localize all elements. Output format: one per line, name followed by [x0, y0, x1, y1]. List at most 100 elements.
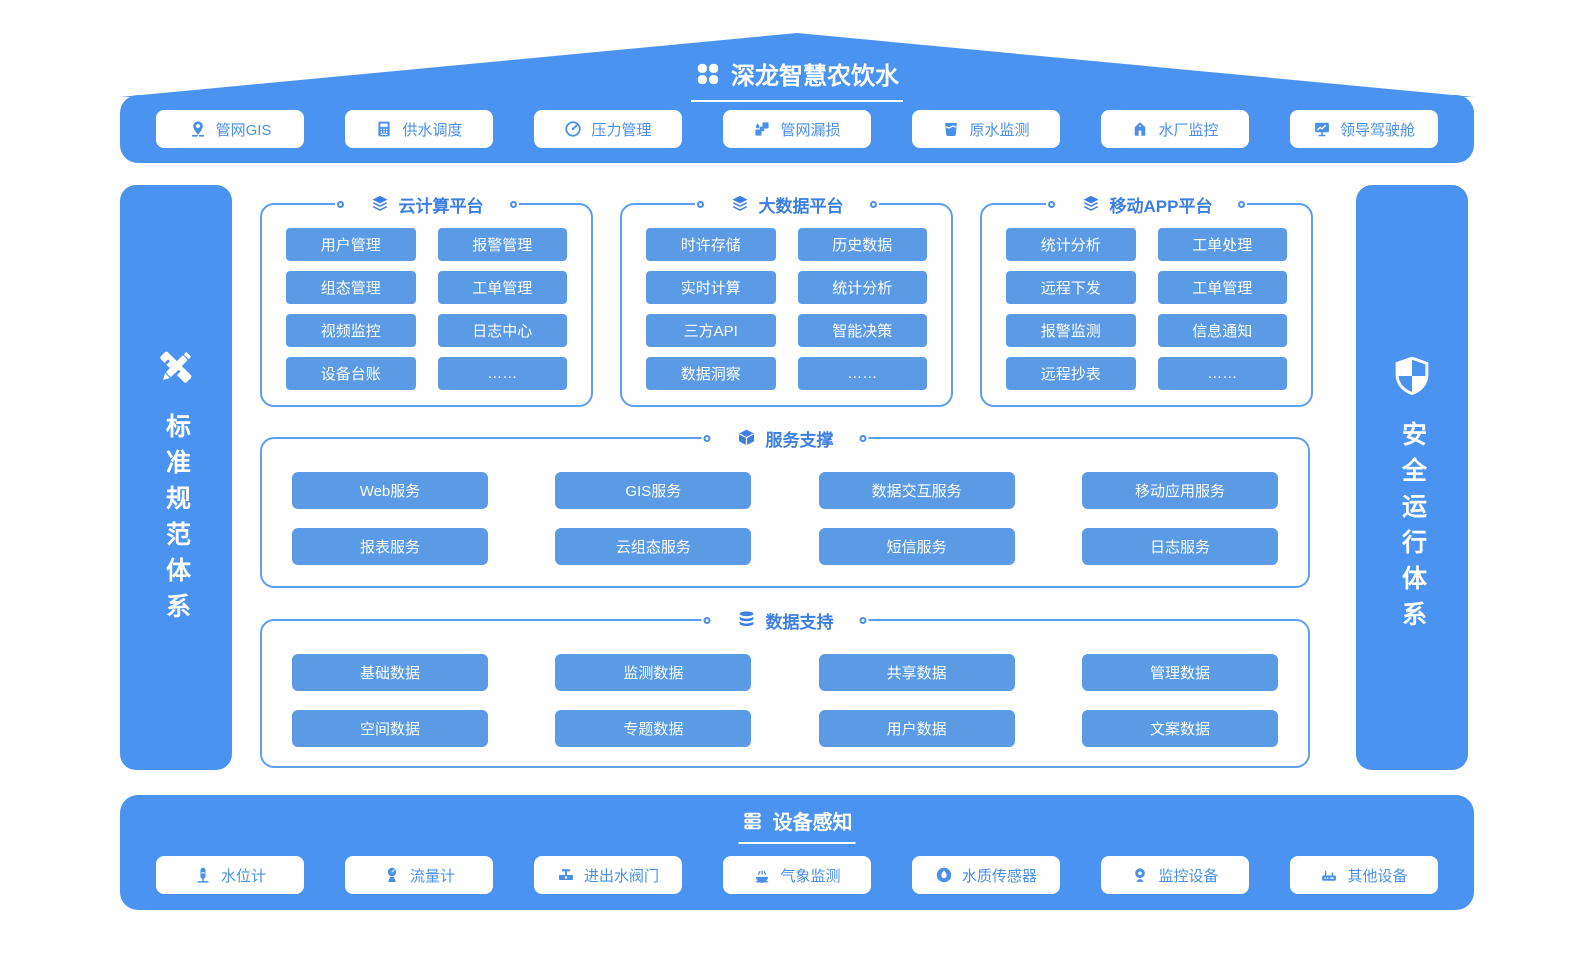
device-water-level-button[interactable]: 水位计: [156, 856, 304, 894]
service-item-button[interactable]: Web服务: [292, 472, 488, 509]
service-support-title: 服务支撑: [701, 424, 869, 452]
map-pin-icon: [189, 120, 207, 138]
data-item-button[interactable]: 监测数据: [555, 654, 752, 691]
device-button-label: 流量计: [409, 867, 455, 885]
device-water-quality-button[interactable]: 水质传感器: [912, 856, 1060, 894]
service-item-button[interactable]: 日志服务: [1081, 528, 1278, 565]
platform-item-button[interactable]: 时许存储: [646, 228, 776, 261]
connector-dot: [509, 200, 517, 208]
device-button-label: 进出水阀门: [583, 867, 659, 885]
cloud-platform-title: 云计算平台: [334, 190, 519, 218]
plant-icon: [1131, 120, 1149, 138]
app-leader-cockpit-button[interactable]: 领导驾驶舱: [1290, 110, 1438, 148]
platform-item-button[interactable]: 统计分析: [1006, 228, 1136, 261]
app-plant-monitor-button[interactable]: 水厂监控: [1101, 110, 1249, 148]
page-title-text: 深龙智慧农饮水: [731, 63, 899, 90]
platform-item-button[interactable]: 工单处理: [1157, 228, 1287, 261]
data-item-button[interactable]: 共享数据: [818, 654, 1015, 691]
app-button-label: 供水调度: [402, 121, 463, 139]
layers-icon: [370, 194, 390, 214]
cloud-platform-items: 用户管理 报警管理 组态管理 工单管理 视频监控 日志中心 设备台账 ……: [286, 228, 567, 390]
platform-item-button[interactable]: 智能决策: [797, 314, 927, 347]
platform-item-button[interactable]: 三方API: [646, 314, 776, 347]
app-raw-water-monitor-button[interactable]: 原水监测: [912, 110, 1060, 148]
platform-item-button[interactable]: 工单管理: [437, 271, 567, 304]
device-button-label: 其他设备: [1347, 867, 1408, 885]
service-item-button[interactable]: GIS服务: [555, 472, 752, 509]
app-pressure-mgmt-button[interactable]: 压力管理: [534, 110, 682, 148]
platform-item-button[interactable]: ……: [437, 357, 567, 390]
connector-dot: [696, 200, 704, 208]
cube-icon: [737, 428, 757, 448]
service-item-button[interactable]: 短信服务: [818, 528, 1015, 565]
device-other-button[interactable]: 其他设备: [1290, 856, 1438, 894]
device-flow-meter-button[interactable]: 流量计: [345, 856, 493, 894]
app-pipe-gis-button[interactable]: 管网GIS: [156, 110, 304, 148]
platform-item-button[interactable]: 视频监控: [286, 314, 416, 347]
platform-item-button[interactable]: 历史数据: [797, 228, 927, 261]
mobile-app-platform-box: 移动APP平台 统计分析 工单处理 远程下发 工单管理 报警监测 信息通知 远程…: [980, 190, 1313, 407]
service-item-button[interactable]: 报表服务: [292, 528, 488, 565]
platform-item-button[interactable]: ……: [1157, 357, 1287, 390]
service-support-box: 服务支撑 Web服务 GIS服务 数据交互服务 移动应用服务 报表服务 云组态服…: [260, 424, 1310, 588]
platform-item-button[interactable]: 报警管理: [437, 228, 567, 261]
bigdata-platform-box: 大数据平台 时许存储 历史数据 实时计算 统计分析 三方API 智能决策 数据洞…: [620, 190, 953, 407]
server-icon: [742, 810, 764, 832]
mobile-app-platform-title-text: 移动APP平台: [1109, 196, 1213, 216]
safe-operation-label: 安全运行体系: [1398, 421, 1427, 637]
app-water-dispatch-button[interactable]: 供水调度: [345, 110, 493, 148]
platform-item-button[interactable]: 报警监测: [1006, 314, 1136, 347]
platform-item-button[interactable]: 信息通知: [1157, 314, 1287, 347]
water-quality-icon: [935, 866, 953, 884]
connector-dot: [859, 434, 867, 442]
platform-item-button[interactable]: ……: [797, 357, 927, 390]
service-item-button[interactable]: 移动应用服务: [1081, 472, 1278, 509]
water-level-icon: [194, 866, 212, 884]
bigdata-platform-items: 时许存储 历史数据 实时计算 统计分析 三方API 智能决策 数据洞察 ……: [646, 228, 927, 390]
connector-dot: [859, 616, 867, 624]
connector-dot: [703, 434, 711, 442]
app-button-label: 管网GIS: [215, 121, 272, 139]
data-item-button[interactable]: 管理数据: [1081, 654, 1278, 691]
data-item-button[interactable]: 空间数据: [292, 710, 488, 747]
database-icon: [737, 610, 757, 630]
device-weather-button[interactable]: 气象监测: [723, 856, 871, 894]
data-support-items: 基础数据 监测数据 共享数据 管理数据 空间数据 专题数据 用户数据 文案数据: [292, 654, 1278, 747]
service-item-button[interactable]: 数据交互服务: [818, 472, 1015, 509]
data-support-title-text: 数据支持: [765, 612, 834, 632]
device-valve-button[interactable]: 进出水阀门: [534, 856, 682, 894]
platform-item-button[interactable]: 实时计算: [646, 271, 776, 304]
data-item-button[interactable]: 文案数据: [1081, 710, 1278, 747]
device-button-label: 水位计: [220, 867, 266, 885]
platform-item-button[interactable]: 设备台账: [286, 357, 416, 390]
device-button-label: 水质传感器: [961, 867, 1037, 885]
data-support-box: 数据支持 基础数据 监测数据 共享数据 管理数据 空间数据 专题数据 用户数据 …: [260, 606, 1310, 768]
device-icon: [1320, 866, 1338, 884]
data-item-button[interactable]: 用户数据: [818, 710, 1015, 747]
application-bar: 管网GIS 供水调度 压力管理: [120, 95, 1474, 163]
app-pipe-leakage-button[interactable]: 管网漏损: [723, 110, 871, 148]
standards-system-pillar: 标准规范体系: [120, 185, 232, 770]
platform-item-button[interactable]: 远程抄表: [1006, 357, 1136, 390]
platform-item-button[interactable]: 工单管理: [1157, 271, 1287, 304]
device-camera-button[interactable]: 监控设备: [1101, 856, 1249, 894]
app-button-label: 管网漏损: [780, 121, 841, 139]
service-item-button[interactable]: 云组态服务: [555, 528, 752, 565]
platform-item-button[interactable]: 用户管理: [286, 228, 416, 261]
data-support-title: 数据支持: [701, 606, 869, 634]
camera-icon: [1131, 866, 1149, 884]
data-item-button[interactable]: 专题数据: [555, 710, 752, 747]
data-item-button[interactable]: 基础数据: [292, 654, 488, 691]
device-buttons-row: 水位计 流量计: [120, 856, 1474, 894]
connector-dot: [869, 200, 877, 208]
page-title: 深龙智慧农饮水: [691, 56, 903, 102]
platform-item-button[interactable]: 数据洞察: [646, 357, 776, 390]
platform-item-button[interactable]: 远程下发: [1006, 271, 1136, 304]
platform-item-button[interactable]: 统计分析: [797, 271, 927, 304]
app-button-label: 水厂监控: [1158, 121, 1219, 139]
platform-item-button[interactable]: 日志中心: [437, 314, 567, 347]
plc-icon: [375, 120, 393, 138]
device-button-label: 气象监测: [780, 867, 841, 885]
service-support-items: Web服务 GIS服务 数据交互服务 移动应用服务 报表服务 云组态服务 短信服…: [292, 472, 1278, 565]
platform-item-button[interactable]: 组态管理: [286, 271, 416, 304]
